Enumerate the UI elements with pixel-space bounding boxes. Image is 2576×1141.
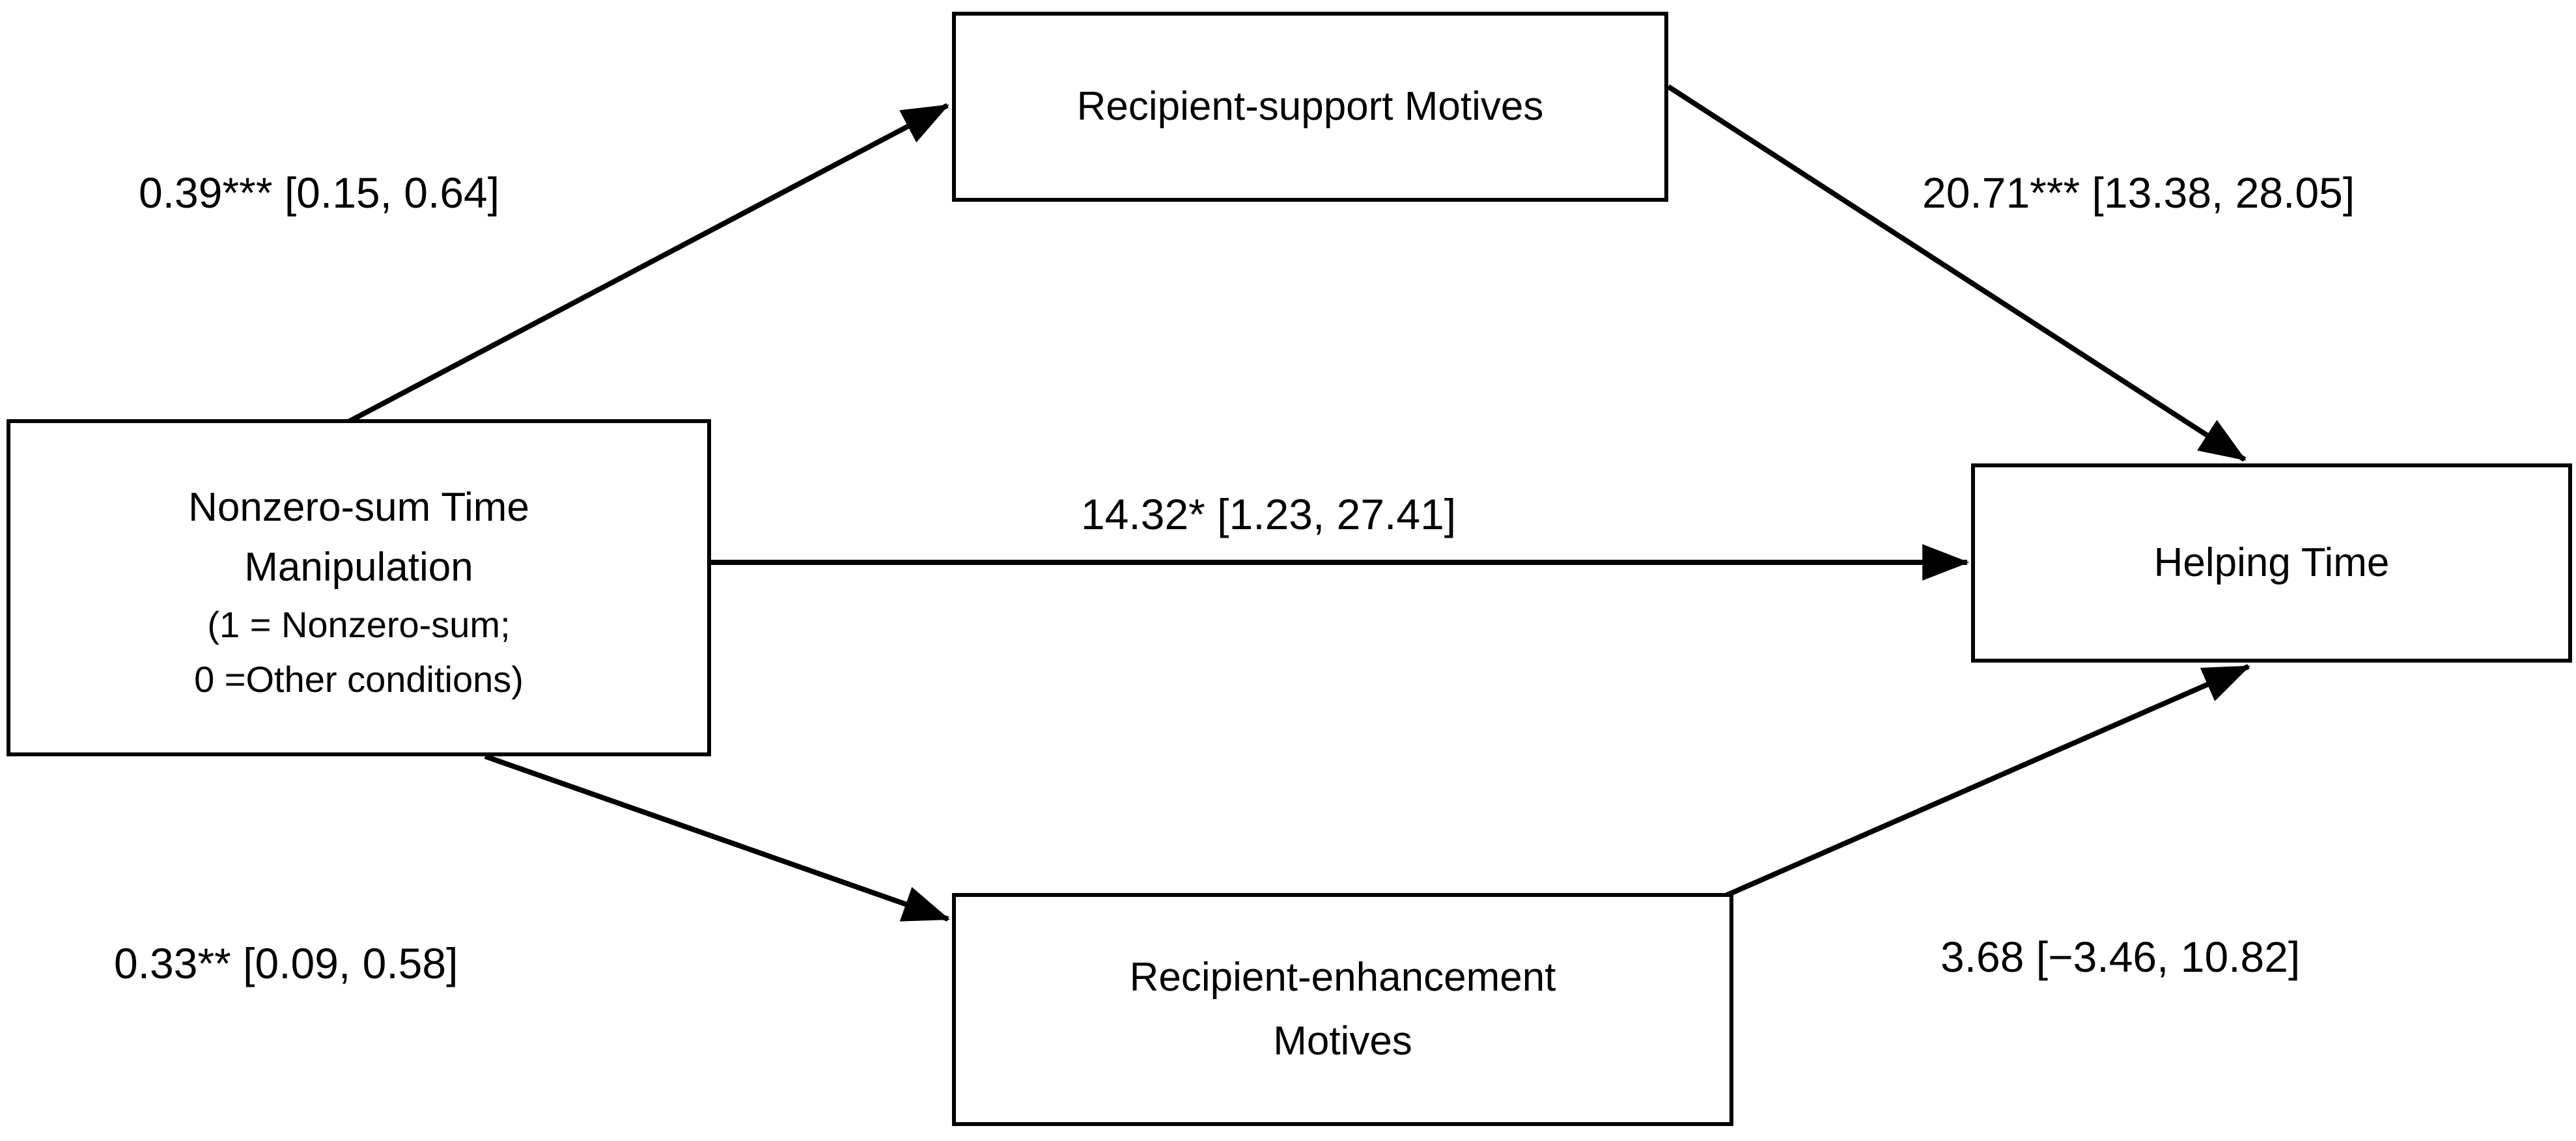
edge-label-a-path-enhancement: 0.33** [0.09, 0.58] [114, 939, 458, 987]
node-predictor-line-1: Nonzero-sum Time [188, 485, 529, 530]
edge-b-path-enhancement [1724, 664, 2250, 898]
edge-label-b-path-enhancement: 3.68 [−3.46, 10.82] [1940, 933, 2301, 981]
edge-label-b-path-support: 20.71*** [13.38, 28.05] [1922, 169, 2355, 217]
edge-a-path-enhancement [484, 754, 951, 922]
node-nonzero-sum-time-manipulation[interactable]: Nonzero-sum Time Manipulation (1 = Nonze… [7, 419, 711, 756]
node-predictor-line-3: (1 = Nonzero-sum; [207, 603, 511, 645]
node-recipient-enhancement-motives[interactable]: Recipient-enhancement Motives [952, 893, 1733, 1126]
node-recipient-support-motives[interactable]: Recipient-support Motives [952, 12, 1668, 202]
edge-a-path-support [347, 103, 949, 424]
node-mediator-support-label: Recipient-support Motives [1076, 84, 1544, 130]
edge-b-path-support [1666, 84, 2247, 462]
node-mediator-enhancement-line-1: Recipient-enhancement [1129, 955, 1556, 1000]
node-helping-time[interactable]: Helping Time [1971, 463, 2572, 663]
node-predictor-line-2: Manipulation [244, 545, 473, 590]
node-mediator-enhancement-line-2: Motives [1273, 1019, 1412, 1064]
edge-label-direct-path: 14.32* [1.23, 27.41] [1081, 490, 1457, 538]
node-outcome-label: Helping Time [2153, 540, 2390, 586]
edge-label-a-path-support: 0.39*** [0.15, 0.64] [139, 169, 500, 217]
node-predictor-line-4: 0 =Other conditions) [194, 658, 524, 700]
